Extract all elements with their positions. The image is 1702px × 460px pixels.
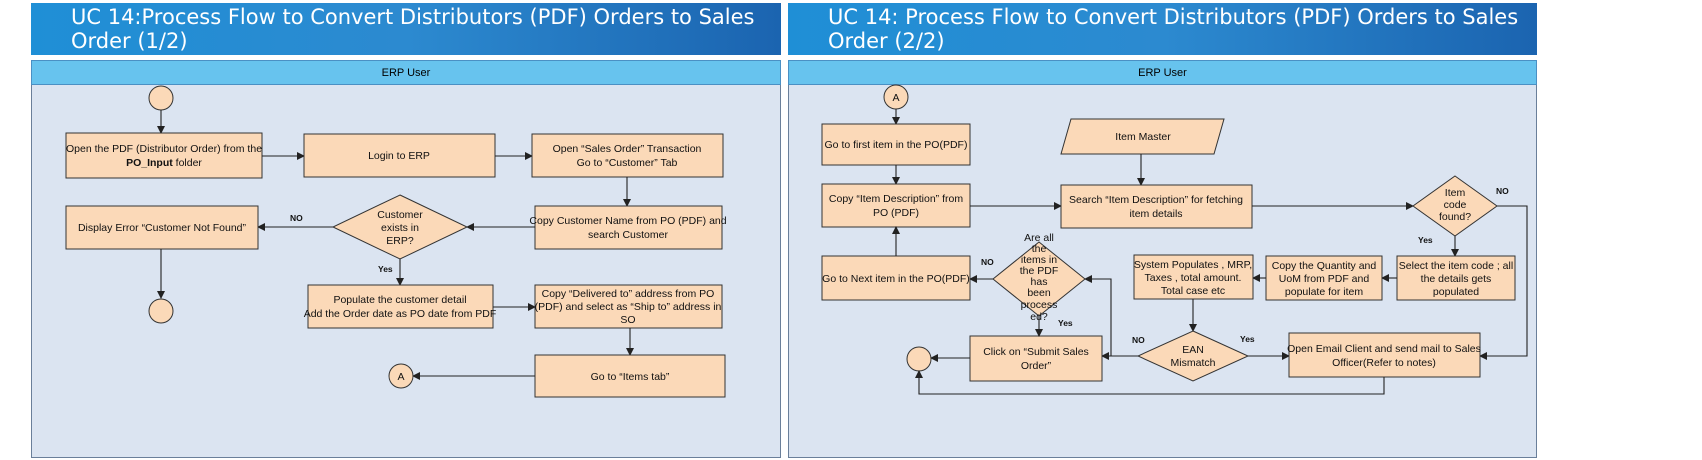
select-code-text-3: populated [1433,286,1479,298]
lane-label-2: ERP User [1138,66,1187,79]
copy-desc-step [821,183,971,228]
ean-text-2: Mismatch [1171,357,1216,369]
sys-pop-text-2: Taxes , total amount. [1145,272,1242,284]
decision-text-2: exists in [381,222,419,234]
swimlane-header: ERP User [31,60,781,85]
copy-delivered-step [534,284,723,329]
error-step [65,205,259,250]
page-title-2: UC 14: Process Flow to Convert Distribut… [788,3,1537,55]
processed-text-1: Are all [1024,232,1054,244]
found-yes-label: Yes [1418,235,1433,245]
email-step [1288,332,1481,378]
end-node [148,298,174,324]
populate-text-2: Add the Order date as PO date from PDF [304,308,497,320]
title-text-2: UC 14: Process Flow to Convert Distribut… [828,5,1519,53]
open-so-text-1: Open “Sales Order” Transaction [553,143,702,155]
processed-text-6: been [1027,287,1051,299]
items-tab-text: Go to “Items tab” [591,371,670,383]
sys-pop-text-3: Total case etc [1161,285,1225,297]
connector-a-label: A [397,371,404,383]
items-tab-step [534,354,726,398]
copy-desc-text-1: Copy “Item Description” from [829,193,963,205]
copy-qty-text-2: UoM from PDF and [1279,273,1370,285]
login-step [303,133,496,178]
po-input-folder: PO_Input [126,157,173,169]
ean-mismatch-decision [1136,330,1250,382]
open-so-step [531,133,724,178]
select-code-text-2: the details gets [1421,273,1492,285]
swimlane-header-2: ERP User [788,60,1537,85]
copy-del-text-2: (PDF) and select as “Ship to” address in [535,301,722,313]
copy-qty-step [1265,255,1383,301]
populate-customer-step [307,284,494,329]
copy-desc-text-2: PO (PDF) [873,207,919,219]
connector-a-in-label: A [892,92,899,104]
login-text: Login to ERP [368,150,430,162]
open-so-text-2: Go to “Customer” Tab [577,157,678,169]
submit-text-2: Order” [1021,360,1052,372]
copy-customer-text-2: search Customer [588,229,668,241]
populate-text-1: Populate the customer detail [333,294,466,306]
lane-label: ERP User [381,66,431,79]
item-master-text: Item Master [1115,131,1171,143]
copy-customer-step [534,205,723,250]
copy-customer-text-1: Copy Customer Name from PO (PDF) and [529,215,726,227]
folder-label: folder [173,157,203,169]
submit-text-1: Click on “Submit Sales [983,346,1089,358]
processed-text-3: items in [1021,254,1057,266]
select-code-text-1: Select the item code ; all [1399,260,1513,272]
found-no-label: NO [1496,186,1509,196]
connector-a-out [388,363,414,389]
decision-text-1: Customer [377,209,423,221]
search-text-2: item details [1129,208,1182,220]
email-text-2: Officer(Refer to notes) [1332,357,1436,369]
copy-del-text-3: SO [620,314,635,326]
processed-yes-label: Yes [1058,318,1073,328]
found-text-2: code [1444,199,1467,211]
processed-text-2: the [1032,243,1047,255]
submit-so-step [969,335,1103,382]
title-text: UC 14:Process Flow to Convert Distributo… [71,5,755,53]
system-populates-step [1133,254,1254,300]
item-master-data [1060,118,1225,155]
copy-qty-text-3: populate for item [1285,286,1363,298]
ean-no-label: NO [1132,335,1145,345]
processed-text-5: has [1031,276,1048,288]
ean-yes-label: Yes [1240,334,1255,344]
search-text-1: Search “Item Description” for fetching [1069,194,1243,206]
processed-text-7: process [1021,299,1058,311]
sys-pop-text-1: System Populates , MRP, [1134,259,1252,271]
search-desc-step [1060,184,1253,229]
found-text-1: Item [1445,187,1466,199]
first-item-text: Go to first item in the PO(PDF) [825,139,968,151]
processed-no-label: NO [981,257,994,267]
ean-text-1: EAN [1182,344,1204,356]
end-node-2 [906,346,932,372]
page-title: UC 14:Process Flow to Convert Distributo… [31,3,781,55]
found-text-3: found? [1439,211,1471,223]
copy-qty-text-1: Copy the Quantity and [1272,260,1377,272]
processed-text-4: the PDF [1020,265,1059,277]
email-text-1: Open Email Client and send mail to Sales [1287,343,1481,355]
copy-del-text-1: Copy “Delivered to” address from PO [542,288,715,300]
first-item-step [821,123,971,166]
open-pdf-step [65,132,263,179]
next-item-text: Go to Next item in the PO(PDF) [822,273,970,285]
decision-text-3: ERP? [386,235,414,247]
open-pdf-text-1: Open the PDF (Distributor Order) from th… [66,143,262,155]
yes-label: Yes [378,264,393,274]
no-label: NO [290,213,303,223]
error-text: Display Error “Customer Not Found” [78,222,247,234]
open-pdf-text-2: PO_Input folder [126,157,202,169]
